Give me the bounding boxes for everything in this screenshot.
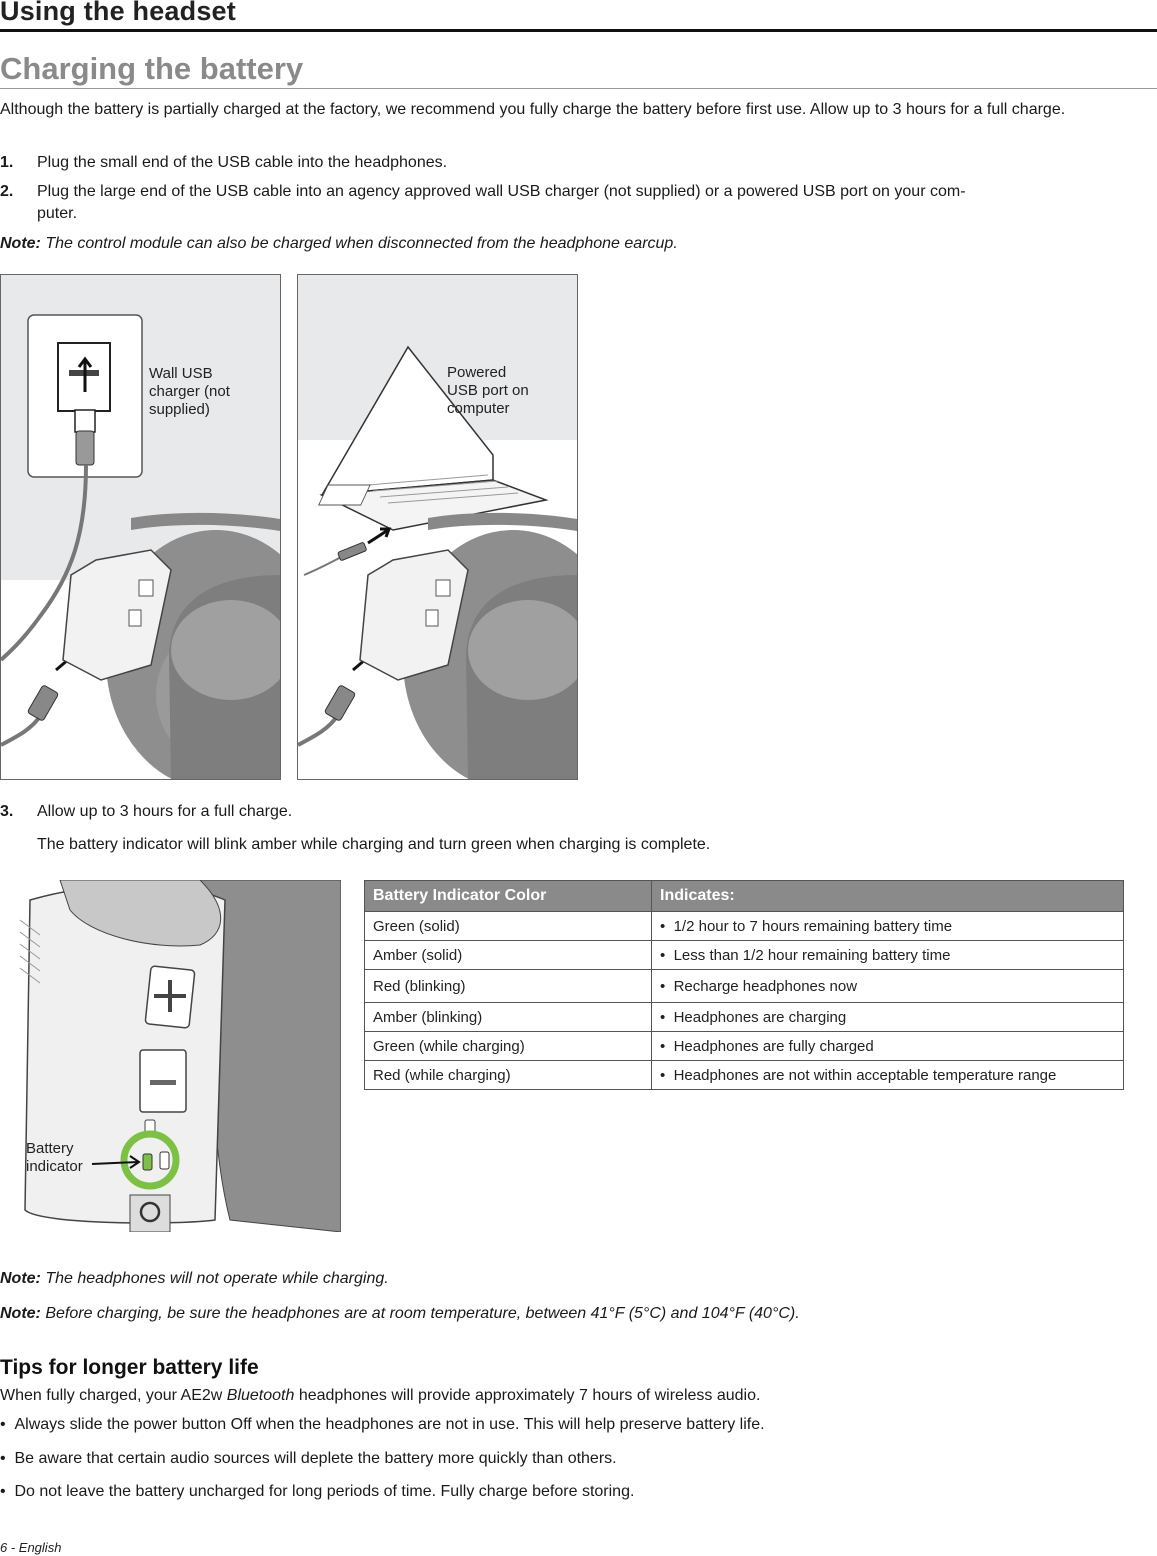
table-cell-color: Amber (solid)	[364, 940, 652, 970]
battery-indicator-label: Battery indicator	[26, 1140, 83, 1176]
tips-bullet-text: Do not leave the battery uncharged for l…	[14, 1483, 635, 1500]
table-row: Amber (solid) • Less than 1/2 hour remai…	[364, 940, 1124, 970]
note-2-text: The headphones will not operate while ch…	[45, 1270, 389, 1287]
computer-usb-label-line-1: Powered	[447, 364, 507, 381]
battery-indicator-label-line-2: indicator	[26, 1158, 83, 1175]
step-2-number: 2.	[0, 183, 14, 200]
wall-charger-label: Wall USB charger (not supplied)	[149, 365, 230, 419]
computer-usb-label-line-3: computer	[447, 400, 510, 417]
intro-paragraph: Although the battery is partially charge…	[0, 101, 1066, 118]
table-cell-color: Amber (blinking)	[364, 1002, 652, 1032]
battery-indicator-label-line-1: Battery	[26, 1140, 74, 1157]
battery-indicator-table: Battery Indicator Color Indicates: Green…	[364, 880, 1124, 1090]
page-footer: 6 - English	[0, 1540, 62, 1555]
note-3-label: Note:	[0, 1305, 41, 1322]
wall-charger-label-line-2: charger (not	[149, 383, 230, 400]
table-row: Red (blinking) • Recharge headphones now	[364, 969, 1124, 1003]
step-1-text: Plug the small end of the USB cable into…	[37, 154, 448, 171]
tips-bullet-text: Be aware that certain audio sources will…	[14, 1450, 617, 1467]
table-cell-indicates: • Headphones are fully charged	[651, 1031, 1124, 1061]
step-3-number: 3.	[0, 803, 14, 820]
step-2-text: Plug the large end of the USB cable into…	[37, 183, 966, 200]
computer-usb-label: Powered USB port on computer	[447, 364, 529, 418]
wall-charger-label-line-3: supplied)	[149, 401, 210, 418]
section-title: Using the headset	[0, 0, 236, 26]
table-header-color: Battery Indicator Color	[364, 880, 652, 912]
table-row: Green (while charging) • Headphones are …	[364, 1031, 1124, 1061]
table-cell-indicates-text: Headphones are fully charged	[673, 1037, 874, 1055]
table-cell-indicates: • Headphones are charging	[651, 1002, 1124, 1032]
tips-intro-pre: When fully charged, your AE2w	[0, 1387, 227, 1404]
table-row: Green (solid) • 1/2 hour to 7 hours rema…	[364, 911, 1124, 941]
note-1: Note: The control module can also be cha…	[0, 233, 678, 255]
wall-charger-label-line-1: Wall USB	[149, 365, 213, 382]
table-cell-indicates: • Headphones are not within acceptable t…	[651, 1060, 1124, 1090]
table-cell-color: Green (while charging)	[364, 1031, 652, 1061]
table-cell-color: Red (blinking)	[364, 969, 652, 1003]
note-1-text: The control module can also be charged w…	[45, 235, 678, 252]
tips-intro: When fully charged, your AE2w Bluetooth …	[0, 1385, 760, 1407]
wall-charger-figure: Wall USB charger (not supplied)	[0, 274, 281, 780]
battery-indicator-illustration	[19, 880, 341, 1232]
step-3-text: Allow up to 3 hours for a full charge.	[37, 803, 293, 820]
table-cell-color: Red (while charging)	[364, 1060, 652, 1090]
tips-bullet: • Always slide the power button Off when…	[0, 1416, 765, 1433]
table-cell-indicates-text: Recharge headphones now	[673, 977, 858, 995]
table-cell-color: Green (solid)	[364, 911, 652, 941]
table-cell-indicates: • Recharge headphones now	[651, 969, 1124, 1003]
computer-usb-illustration	[298, 275, 577, 779]
step-3-detail: The battery indicator will blink amber w…	[37, 836, 711, 853]
tips-heading: Tips for longer battery life	[0, 1356, 259, 1379]
tips-intro-em: Bluetooth	[226, 1387, 295, 1404]
table-header-indicates: Indicates:	[651, 880, 1124, 912]
table-cell-indicates-text: Headphones are not within acceptable tem…	[673, 1066, 1057, 1084]
step-1-number: 1.	[0, 154, 14, 171]
table-header-row: Battery Indicator Color Indicates:	[364, 880, 1124, 912]
table-cell-indicates-text: Less than 1/2 hour remaining battery tim…	[673, 946, 951, 964]
wall-charger-illustration	[1, 275, 280, 779]
note-2: Note: The headphones will not operate wh…	[0, 1268, 389, 1290]
table-cell-indicates-text: 1/2 hour to 7 hours remaining battery ti…	[673, 917, 953, 935]
tips-intro-post: headphones will provide approximately 7 …	[294, 1387, 761, 1404]
computer-usb-figure: Powered USB port on computer	[297, 274, 578, 780]
table-row: Red (while charging) • Headphones are no…	[364, 1060, 1124, 1090]
table-cell-indicates: • Less than 1/2 hour remaining battery t…	[651, 940, 1124, 970]
note-3: Note: Before charging, be sure the headp…	[0, 1303, 800, 1325]
computer-usb-label-line-2: USB port on	[447, 382, 529, 399]
tips-bullet: • Be aware that certain audio sources wi…	[0, 1450, 617, 1467]
note-2-label: Note:	[0, 1270, 41, 1287]
step-2-text-cont: puter.	[37, 205, 78, 222]
table-row: Amber (blinking) • Headphones are chargi…	[364, 1002, 1124, 1032]
tips-bullet-text: Always slide the power button Off when t…	[14, 1416, 765, 1433]
table-cell-indicates-text: Headphones are charging	[673, 1008, 847, 1026]
header-rule	[0, 29, 1157, 32]
tips-bullet: • Do not leave the battery uncharged for…	[0, 1483, 635, 1500]
battery-indicator-figure: Battery indicator	[0, 880, 341, 1232]
title-rule	[0, 88, 1157, 89]
page-title: Charging the battery	[0, 51, 304, 86]
note-1-label: Note:	[0, 235, 41, 252]
table-cell-indicates: • 1/2 hour to 7 hours remaining battery …	[651, 911, 1124, 941]
note-3-text: Before charging, be sure the headphones …	[45, 1305, 800, 1322]
